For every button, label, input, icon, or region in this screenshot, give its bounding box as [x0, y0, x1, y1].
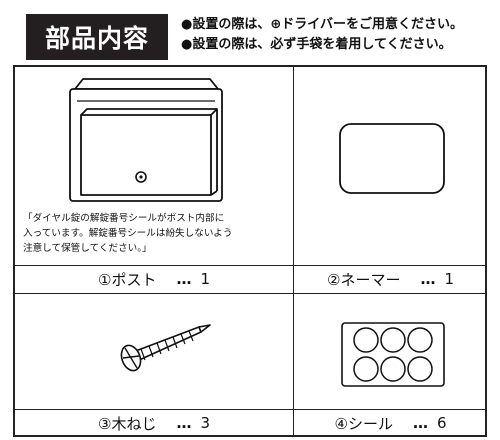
part-nameplate-cell	[294, 67, 487, 265]
part-qty: 1	[444, 270, 454, 288]
dial-lock-icon	[135, 171, 147, 183]
grid-divider-row2-caption	[15, 409, 485, 410]
ellipsis: …	[412, 414, 428, 432]
part-screw-cell	[15, 294, 293, 409]
part-nameplate-caption: ②ネーマー … 1	[294, 266, 487, 292]
note-gloves: ●設置の際は、必ず手袋を着用してください。	[181, 37, 452, 52]
part-sticker-cell	[294, 294, 487, 409]
part-post-cell: 「ダイヤル錠の解錠番号シールがポスト内部に 入っています。解錠番号シールは紛失し…	[15, 67, 293, 265]
part-sticker-caption: ④シール … 6	[294, 410, 487, 436]
part-name: ①ポスト	[98, 270, 157, 289]
grid-divider-vertical	[293, 67, 294, 435]
page-title: 部品内容	[26, 14, 168, 60]
part-name: ②ネーマー	[327, 270, 401, 289]
part-name: ④シール	[334, 414, 393, 433]
ellipsis: …	[420, 270, 435, 288]
grid-divider-middle	[15, 293, 485, 294]
part-post-caption: ①ポスト … 1	[15, 266, 293, 292]
post-illustration	[69, 78, 223, 202]
part-qty: 3	[200, 414, 210, 432]
part-qty: 6	[436, 414, 447, 432]
part-name: ③木ねじ	[98, 414, 157, 433]
nameplate-illustration	[339, 123, 445, 194]
part-qty: 1	[200, 270, 210, 288]
part-screw-caption: ③木ねじ … 3	[15, 410, 293, 436]
post-lock-code-note: 「ダイヤル錠の解錠番号シールがポスト内部に 入っています。解錠番号シールは紛失し…	[23, 213, 233, 254]
sticker-sheet-illustration	[341, 322, 445, 387]
parts-grid: 「ダイヤル錠の解錠番号シールがポスト内部に 入っています。解錠番号シールは紛失し…	[13, 65, 487, 437]
wood-screw-illustration	[120, 324, 211, 372]
ellipsis: …	[176, 270, 191, 288]
ellipsis: …	[176, 414, 191, 432]
note-screwdriver: ●設置の際は、⊕ドライバーをご用意ください。	[181, 17, 463, 32]
installation-notes: ●設置の際は、⊕ドライバーをご用意ください。 ●設置の際は、必ず手袋を着用してく…	[181, 15, 496, 55]
grid-divider-row1-caption	[15, 265, 485, 266]
